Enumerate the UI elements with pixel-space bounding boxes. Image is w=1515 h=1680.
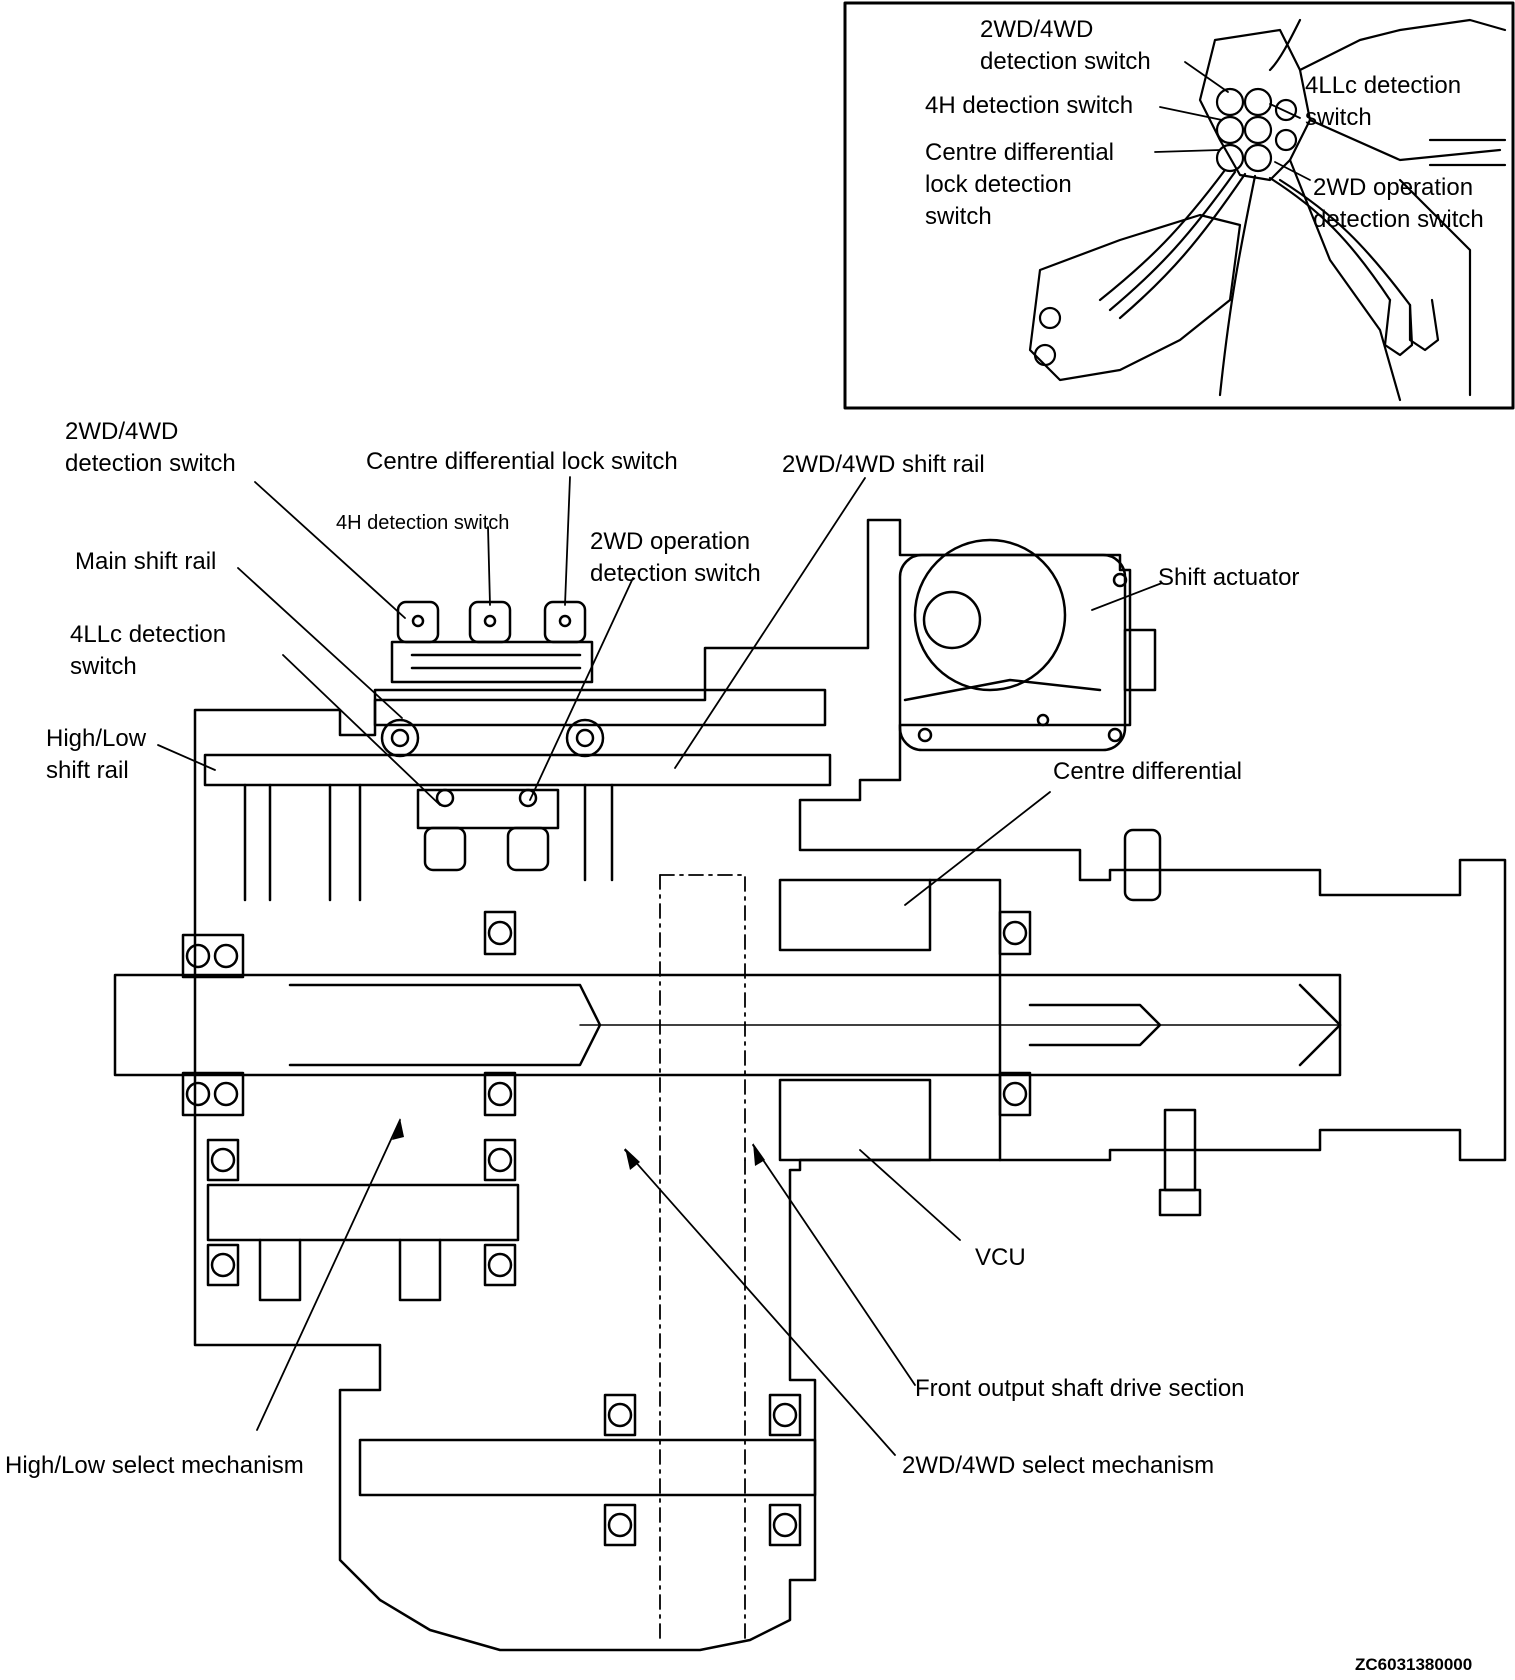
label-centre-diff-lock-switch: Centre differential lock switch bbox=[366, 448, 678, 475]
bearings bbox=[181, 910, 1032, 1547]
inset-switch-cluster bbox=[1028, 18, 1507, 402]
housing-outline bbox=[193, 518, 1507, 1652]
inset-label-2wd4wd-detection: 2WD/4WD detection switch bbox=[980, 16, 1151, 75]
label-main-shift-rail: Main shift rail bbox=[75, 548, 217, 575]
shift-actuator-body bbox=[898, 553, 1127, 752]
inset-label-4h-detection: 4H detection switch bbox=[925, 92, 1134, 119]
centre-diff-block bbox=[778, 878, 932, 952]
main-shift-rail bbox=[373, 688, 827, 727]
lower-switches bbox=[416, 788, 560, 872]
vcu-block bbox=[778, 1078, 932, 1162]
label-vcu: VCU bbox=[975, 1244, 1026, 1271]
inset-label-4llc-detection: 4LLc detection switch bbox=[1305, 72, 1462, 131]
inset-frame bbox=[843, 1, 1515, 410]
leader-lines bbox=[157, 61, 1311, 1456]
countershaft bbox=[206, 1183, 520, 1242]
top-switches bbox=[390, 600, 594, 684]
label-2wd-operation-detection: 2WD operation detection switch bbox=[590, 528, 761, 587]
label-front-output-shaft-drive: Front output shaft drive section bbox=[915, 1375, 1245, 1402]
transfer-case-section bbox=[113, 518, 1507, 1652]
figure-code: ZC6031380000 bbox=[1355, 1655, 1473, 1674]
inset-label-centre-diff-lock: Centre differential lock detection switc… bbox=[925, 139, 1114, 230]
label-shift-actuator: Shift actuator bbox=[1158, 564, 1300, 591]
label-4llc-detection-switch: 4LLc detection switch bbox=[70, 621, 227, 680]
label-2wd4wd-shift-rail: 2WD/4WD shift rail bbox=[782, 451, 985, 478]
label-4h-detection-switch: 4H detection switch bbox=[336, 512, 510, 534]
arrow-heads bbox=[392, 1118, 765, 1170]
inset-label-2wd-operation: 2WD operation detection switch bbox=[1313, 174, 1484, 233]
label-centre-differential: Centre differential bbox=[1053, 758, 1242, 785]
label-2wd4wd-detection-switch: 2WD/4WD detection switch bbox=[65, 418, 236, 477]
label-high-low-select-mechanism: High/Low select mechanism bbox=[5, 1452, 304, 1479]
front-output-shaft bbox=[358, 1438, 817, 1497]
high-low-shift-rail bbox=[203, 753, 832, 787]
label-high-low-shift-rail: High/Low shift rail bbox=[46, 725, 147, 784]
label-2wd4wd-select-mechanism: 2WD/4WD select mechanism bbox=[902, 1452, 1215, 1479]
